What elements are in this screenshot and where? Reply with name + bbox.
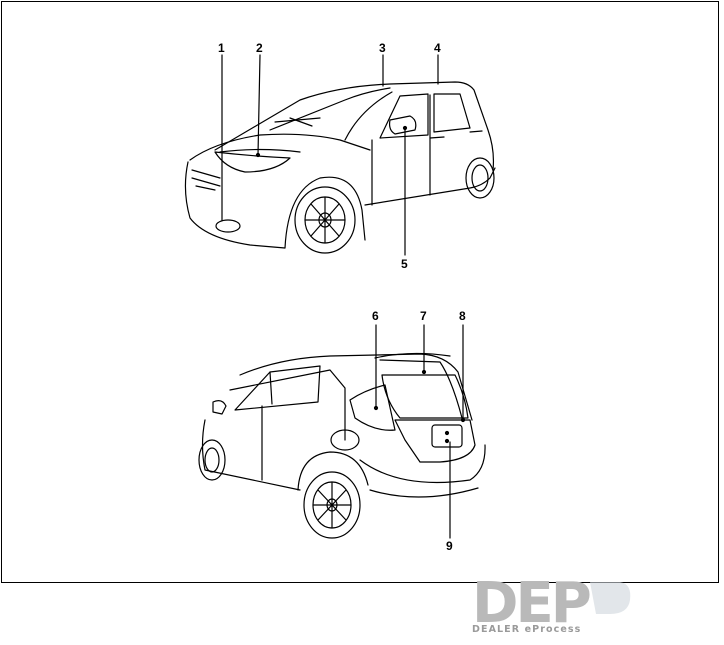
callout-2: 2 [256, 42, 263, 54]
callout-7: 7 [420, 310, 427, 322]
callout-4: 4 [434, 42, 441, 54]
logo-tagline: DEALER eProcess [472, 624, 634, 635]
front-view-car [185, 55, 495, 255]
rear-view-car [199, 325, 485, 538]
callout-5: 5 [401, 258, 408, 270]
callout-6: 6 [372, 310, 379, 322]
vehicle-diagram [0, 0, 724, 585]
callout-3: 3 [379, 42, 386, 54]
callout-9: 9 [446, 540, 453, 552]
callout-8: 8 [459, 310, 466, 322]
callout-1: 1 [218, 42, 225, 54]
